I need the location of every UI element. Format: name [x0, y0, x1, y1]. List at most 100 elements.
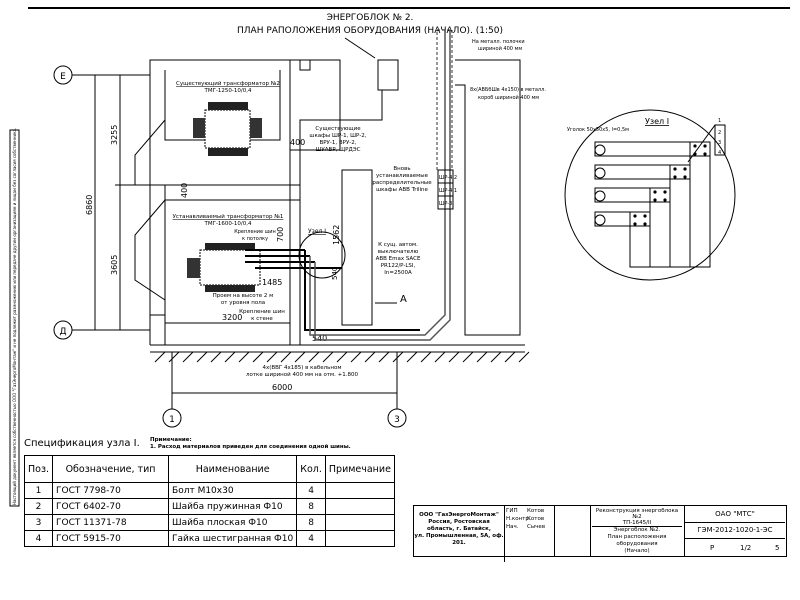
axis-1: 1: [162, 352, 182, 428]
svg-text:Крепление шин: Крепление шин: [234, 229, 276, 235]
hatch-line: [350, 351, 362, 363]
svg-text:На металл. полочки: На металл. полочки: [472, 39, 525, 45]
bolt-icon: [594, 190, 606, 202]
bolt-icon: [594, 214, 606, 226]
hatch-line: [364, 351, 376, 363]
building-walls: [134, 59, 521, 345]
svg-text:400: 400: [180, 183, 189, 198]
col-name: Наименование: [168, 455, 298, 483]
hatch-line: [336, 351, 348, 363]
sheet-number: 1/2: [740, 544, 752, 552]
busbars: [245, 29, 453, 341]
names: Котов Котов Сычев: [527, 508, 546, 530]
spec-caption: Спецификация узла I.: [24, 438, 140, 449]
svg-text:лотке шириной 400 мм на отм. +: лотке шириной 400 мм на отм. +1.800: [246, 371, 359, 378]
svg-text:короб шириной 400 мм: короб шириной 400 мм: [478, 94, 539, 101]
axis-3: 3: [387, 352, 407, 428]
svg-text:от уровня пола: от уровня пола: [221, 300, 265, 306]
svg-text:Существующие: Существующие: [315, 126, 361, 132]
hatch-line: [252, 351, 264, 363]
bolt-hole-icon: [703, 144, 707, 148]
spec-cell: [324, 530, 395, 547]
hatch-line: [322, 351, 334, 363]
bolt-hole-icon: [673, 175, 677, 179]
svg-text:ШР-3: ШР-3: [439, 201, 452, 207]
svg-text:3605: 3605: [110, 255, 119, 275]
org-address-2: ул. Промышленная, 5А, оф. 201.: [414, 533, 504, 546]
project: Реконструкция энергоблока №2 ТП-1645/II: [595, 508, 679, 526]
svg-text:выключателю: выключателю: [378, 249, 419, 255]
spec-cell: ГОСТ 6402-70: [52, 498, 170, 515]
busbar-detail: [669, 164, 691, 268]
svg-text:6000: 6000: [272, 383, 292, 392]
spec-cell: 8: [296, 498, 326, 515]
spec-cell: Шайба плоская Ф10: [168, 514, 298, 531]
svg-text:3: 3: [394, 415, 400, 425]
hatch-line: [308, 351, 320, 363]
org-address-1: Россия, Ростовская область, г. Батайск,: [427, 519, 491, 532]
side-note: Настоящий документ является собственност…: [12, 128, 17, 505]
busbar-detail: [629, 211, 651, 268]
sheet-title: Энергоблок №2. План расположения оборудо…: [592, 526, 682, 555]
note-title: Примечание:: [150, 437, 192, 443]
svg-text:Д: Д: [59, 327, 66, 337]
title-block: ООО "ГазЭнергоМонтаж" Россия, Ростовская…: [413, 505, 787, 562]
bolt-hole-icon: [633, 222, 637, 226]
svg-text:Узел I: Узел I: [308, 228, 326, 235]
svg-text:4х(ВВГ 4х185) в кабельном: 4х(ВВГ 4х185) в кабельном: [262, 365, 341, 371]
hatch-line: [420, 351, 432, 363]
svg-text:1: 1: [718, 118, 721, 124]
spec-table: Поз. Обозначение, тип Наименование Кол. …: [23, 455, 395, 547]
svg-text:распределительные: распределительные: [372, 180, 432, 186]
drawing-title-1: ЭНЕРГОБЛОК № 2.: [327, 13, 414, 23]
hatch-line: [294, 351, 306, 363]
signatures: [554, 506, 591, 556]
svg-text:In=2500A: In=2500A: [384, 270, 412, 276]
svg-text:шириной 400 мм: шириной 400 мм: [478, 45, 522, 52]
bolt-hole-icon: [653, 190, 657, 194]
svg-text:к стене: к стене: [251, 316, 273, 322]
svg-text:Уголок 50х50х5, l=0,5м: Уголок 50х50х5, l=0,5м: [567, 127, 629, 133]
svg-text:Крепление шин: Крепление шин: [239, 309, 285, 315]
spec-cell: Шайба пружинная Ф10: [168, 498, 298, 515]
dimensions: 6860 3255 3605 400 400 700 1562 1485 320…: [85, 75, 397, 394]
svg-text:ВРУ-1, ВРУ-2,: ВРУ-1, ВРУ-2,: [319, 140, 356, 146]
hatch-line: [378, 351, 390, 363]
roles: ГИП Н.контр. Нач.: [506, 508, 531, 530]
bolt-hole-icon: [633, 214, 637, 218]
busbar-detail: [689, 141, 711, 268]
svg-text:ШР-4.2: ШР-4.2: [439, 175, 457, 181]
svg-text:Е: Е: [60, 72, 66, 82]
note-text: 1. Расход материалов приведен для соедин…: [150, 444, 351, 450]
spec-cell: 2: [23, 498, 54, 515]
spec-cell: ГОСТ 7798-70: [52, 482, 170, 499]
spec-cell: [324, 514, 395, 531]
spec-cell: 8: [296, 514, 326, 531]
busbar-detail: [649, 187, 671, 268]
svg-text:3: 3: [718, 140, 721, 146]
svg-text:3255: 3255: [110, 125, 119, 145]
sheet-count: 5: [775, 544, 780, 552]
svg-text:8х(АВБбШв 4х150) в металл.: 8х(АВБбШв 4х150) в металл.: [470, 87, 546, 93]
client: ОАО "МТС": [715, 510, 755, 518]
busbar-detail: [594, 187, 671, 203]
axis-d: Д: [53, 320, 150, 340]
hatch-line: [490, 351, 502, 363]
bolt-hole-icon: [643, 214, 647, 218]
spec-cell: ГОСТ 11371-78: [52, 514, 170, 531]
svg-text:6860: 6860: [85, 195, 94, 215]
spec-cell: 3: [23, 514, 54, 531]
svg-text:700: 700: [276, 227, 285, 242]
col-note: Примечание: [324, 455, 395, 483]
svg-text:1485: 1485: [262, 278, 282, 287]
hatch-line: [476, 351, 488, 363]
bolt-hole-icon: [663, 198, 667, 202]
bolt-hole-icon: [693, 144, 697, 148]
col-pos: Поз.: [23, 455, 54, 483]
svg-text:540: 540: [331, 267, 339, 280]
bolt-hole-icon: [673, 167, 677, 171]
side-note-box: [9, 129, 20, 507]
svg-text:ABB Emax SACE: ABB Emax SACE: [376, 256, 421, 262]
